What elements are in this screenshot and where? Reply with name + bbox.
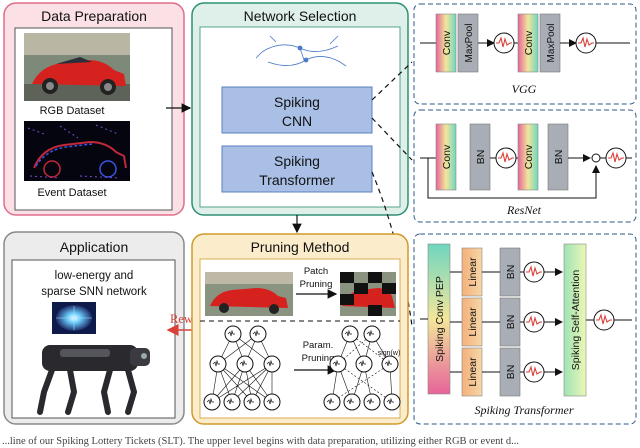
application-text-line1: low-energy and <box>55 270 134 282</box>
neuron-icon <box>255 35 347 67</box>
pruning-method-panel: Pruning Method Patch Pruning <box>191 233 409 425</box>
pruning-method-title: Pruning Method <box>251 239 350 255</box>
patch-pruning-line1: Patch <box>304 266 328 277</box>
resnet-bn-block-1 <box>469 123 491 191</box>
resnet-conv-label-1: Conv <box>441 144 453 169</box>
spiking-cnn-line2: CNN <box>282 113 312 129</box>
vgg-caption: VGG <box>512 82 537 96</box>
data-preparation-panel: Data Preparation RGB Dataset Event Datas… <box>3 2 185 216</box>
linear-label-3: Linear <box>467 357 479 387</box>
patch-original-image <box>205 272 293 316</box>
resnet-bn-label-2: BN <box>553 150 565 165</box>
resnet-bn-block-2 <box>547 123 569 191</box>
brain-chip-image <box>52 302 96 334</box>
spike-glyphs <box>206 329 394 405</box>
resnet-conv-label-2: Conv <box>523 144 535 169</box>
spiking-transformer-panel: Spiking Conv PEP Linear BN Linear BN Li <box>413 233 637 425</box>
resnet-bn-label-1: BN <box>475 150 487 165</box>
rgb-dataset-image <box>24 33 130 101</box>
resnet-caption: ResNet <box>506 203 542 217</box>
spiking-self-attention-label: Spiking Self-Attention <box>570 270 582 371</box>
spiking-transformer-block[interactable] <box>221 145 373 193</box>
linear-label-2: Linear <box>467 307 479 337</box>
param-pruning-line1: Param. <box>303 340 334 351</box>
st-bn-label-2: BN <box>505 315 517 330</box>
figure-caption: ...line of our Spiking Lottery Tickets (… <box>2 436 519 447</box>
qkv-branches: Linear BN Linear BN Linear BN <box>450 247 563 397</box>
resnet-panel: Conv BN Conv BN ResNet <box>413 109 637 223</box>
data-preparation-title: Data Preparation <box>41 8 147 24</box>
spiking-cnn-block[interactable] <box>221 86 373 134</box>
robot-dog-image <box>37 345 150 415</box>
patch-pruning-line2: Pruning <box>300 279 333 290</box>
vgg-conv-block-1 <box>435 13 457 73</box>
event-dataset-label: Event Dataset <box>37 187 106 199</box>
dense-network-graphic <box>211 333 273 403</box>
vgg-conv-block-2 <box>517 13 539 73</box>
resnet-skip-connection <box>427 158 600 199</box>
network-selection-panel: Network Selection Spiking CNN Spiking Tr… <box>191 2 409 216</box>
vgg-maxpool-label-2: MaxPool <box>546 24 557 63</box>
resnet-conv-block-1 <box>435 123 457 191</box>
patch-pruned-image <box>340 272 396 316</box>
spiking-transformer-line1: Spiking <box>274 153 320 169</box>
network-selection-title: Network Selection <box>244 8 357 24</box>
vgg-conv-label-2: Conv <box>523 30 535 55</box>
vgg-panel: Conv MaxPool Conv MaxPool VGG <box>413 3 637 105</box>
connector-vgg <box>371 61 413 101</box>
resnet-sum-node <box>591 153 601 163</box>
application-text-line2: sparse SNN network <box>41 286 147 298</box>
application-title: Application <box>60 239 129 255</box>
vgg-conv-label-1: Conv <box>441 30 453 55</box>
spiking-transformer-caption: Spiking Transformer <box>474 403 573 417</box>
sign-w-label: sign(w) <box>378 350 401 357</box>
vgg-maxpool-label-1: MaxPool <box>464 24 475 63</box>
linear-label-1: Linear <box>467 257 479 287</box>
param-pruning-line2: Pruning <box>302 353 335 364</box>
event-dataset-image <box>24 121 130 181</box>
rgb-dataset-label: RGB Dataset <box>40 105 105 117</box>
spiking-transformer-line2: Transformer <box>259 172 335 188</box>
sparse-network-graphic <box>331 333 393 403</box>
application-panel: Application low-energy and sparse SNN ne… <box>3 231 185 425</box>
spiking-conv-pep-label: Spiking Conv PEP <box>434 276 446 362</box>
connector-resnet <box>371 117 413 161</box>
st-bn-label-3: BN <box>505 365 517 380</box>
st-bn-label-1: BN <box>505 265 517 280</box>
resnet-conv-block-2 <box>517 123 539 191</box>
spiking-cnn-line1: Spiking <box>274 94 320 110</box>
